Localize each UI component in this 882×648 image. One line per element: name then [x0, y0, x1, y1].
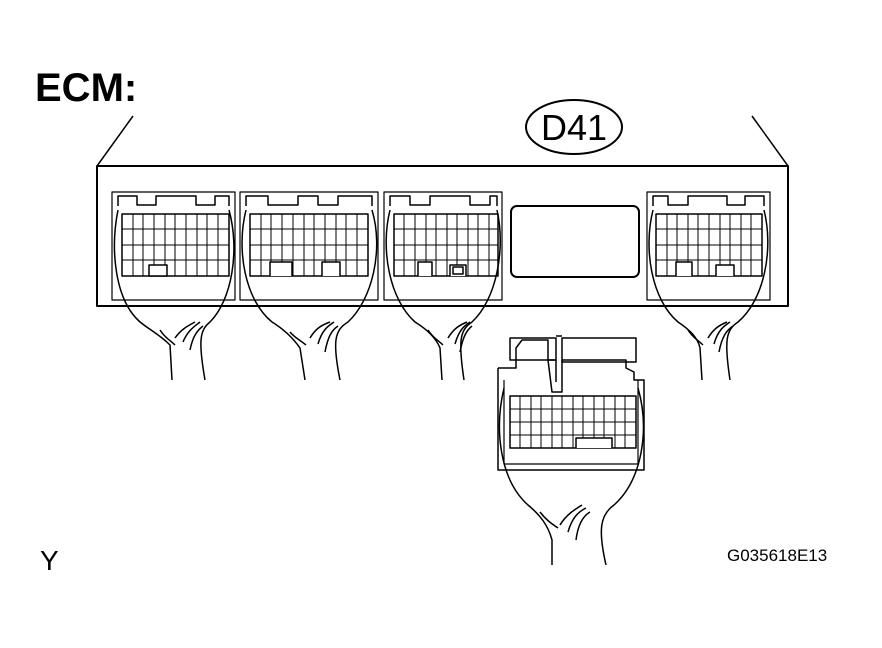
d41-label-oval — [525, 99, 623, 155]
figure-code-label: G035618E13 — [727, 546, 828, 565]
ecm-connector-1 — [111, 191, 236, 381]
ecm-connector-2 — [239, 191, 379, 381]
ecm-housing — [96, 115, 789, 307]
ecm-connector-4 — [646, 191, 771, 381]
d41-connector — [497, 335, 645, 566]
connector-label: D41 — [541, 107, 607, 148]
color-code-label: Y — [40, 545, 59, 576]
ecm-connector-3 — [383, 191, 503, 381]
d41-socket — [510, 205, 640, 278]
page-title: ECM: — [35, 66, 138, 110]
